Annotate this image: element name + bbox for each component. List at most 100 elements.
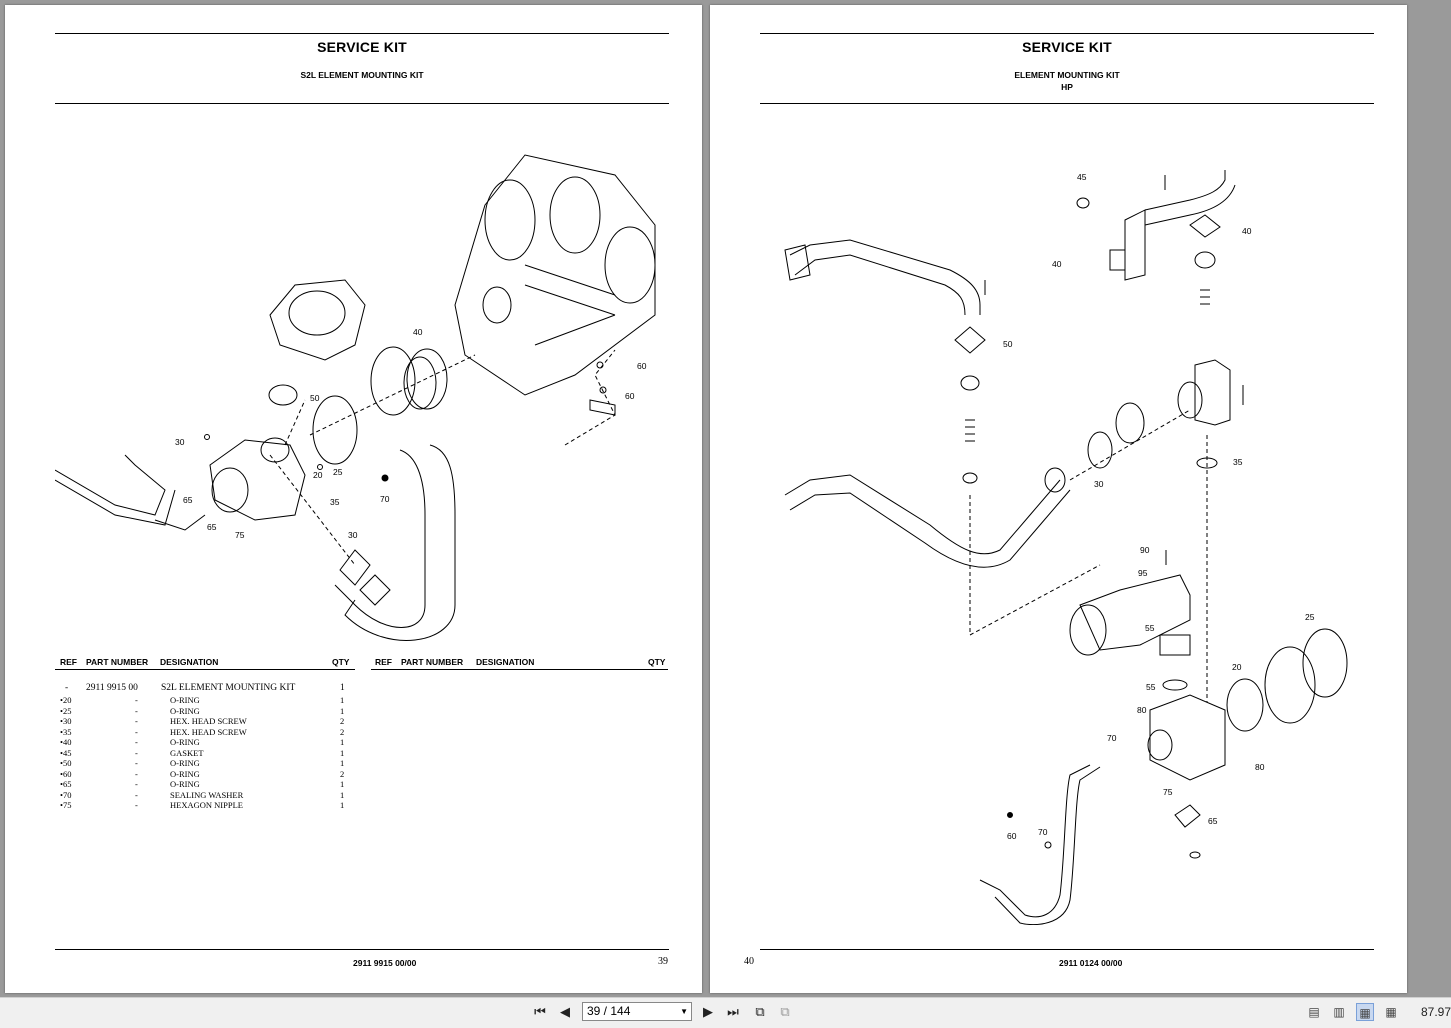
col-header-designation: DESIGNATION (160, 657, 219, 667)
page-subtitle: ELEMENT MOUNTING KIT HP (760, 69, 1374, 93)
viewer-toolbar: ⏮ ◀ 39 / 144 ▼ ▶ ⏭ ⧉ ⧉ ▤ ▥ ▦ ▦ 87.97 (0, 997, 1451, 1028)
last-page-icon[interactable]: ⏭ (727, 1004, 739, 1019)
cell-ref: •35 (60, 726, 72, 737)
footer-doc-number: 2911 0124 00/00 (1059, 958, 1123, 968)
cell-part-number: - (135, 768, 138, 779)
next-page-icon[interactable]: ▶ (703, 1004, 713, 1019)
callout-60: 60 (1007, 831, 1017, 841)
cell-part-number: - (135, 726, 138, 737)
callout-90: 90 (1140, 545, 1150, 555)
cell-qty: 1 (340, 747, 345, 758)
back-view-icon[interactable]: ⧉ (755, 1004, 765, 1019)
callout-60: 60 (637, 361, 647, 371)
page-title: SERVICE KIT (317, 39, 407, 55)
cell-part-number: - (135, 789, 138, 800)
callout-25: 25 (333, 467, 343, 477)
first-page-icon[interactable]: ⏮ (534, 1004, 546, 1019)
cell-designation: SEALING WASHER (170, 789, 244, 800)
footer-doc-number: 2911 9915 00/00 (353, 958, 417, 968)
page-number-select[interactable]: 39 / 144 ▼ (582, 1002, 692, 1021)
cell-ref: •45 (60, 747, 72, 758)
callout-70b: 70 (1038, 827, 1048, 837)
cell-designation: O-RING (170, 758, 200, 768)
single-page-view-icon[interactable]: ▤ (1308, 1005, 1320, 1019)
document-page-right: SERVICE KIT ELEMENT MOUNTING KIT HP (710, 5, 1407, 993)
callout-50: 50 (310, 393, 320, 403)
cell-ref: •40 (60, 737, 72, 747)
table-row: •40 - O-RING 1 (55, 737, 355, 748)
prev-page-icon[interactable]: ◀ (560, 1004, 570, 1019)
callout-35: 35 (1233, 457, 1243, 467)
cell-qty: 1 (340, 705, 345, 716)
cell-designation: O-RING (170, 737, 200, 747)
cell-qty: 1 (340, 695, 345, 705)
cell-designation: GASKET (170, 747, 204, 758)
cell-ref: •75 (60, 800, 72, 810)
cell-ref: •65 (60, 779, 72, 789)
cell-ref: •60 (60, 768, 72, 779)
callout-95: 95 (1138, 568, 1148, 578)
page-subtitle: S2L ELEMENT MOUNTING KIT (300, 70, 424, 80)
two-page-view-icon[interactable]: ▦ (1356, 1003, 1374, 1021)
page-indicator: 39 / 144 (587, 1004, 631, 1018)
callout-75: 75 (235, 530, 245, 540)
document-page-left: SERVICE KIT S2L ELEMENT MOUNTING KIT (5, 5, 702, 993)
col-header-ref: REF (60, 657, 77, 667)
callout-45: 45 (1077, 172, 1087, 182)
callout-70: 70 (1107, 733, 1117, 743)
cell-part-number: - (135, 716, 138, 726)
callout-40: 40 (1242, 226, 1252, 236)
cell-designation: O-RING (170, 695, 200, 705)
page-title: SERVICE KIT (1022, 39, 1112, 55)
cell-qty: 1 (340, 737, 345, 747)
callout-65: 65 (183, 495, 193, 505)
cell-part-number: - (135, 737, 138, 747)
cell-part-number: - (135, 758, 138, 768)
callout-20: 20 (313, 470, 323, 480)
header-rule-top (760, 33, 1374, 34)
header-rule-bottom (760, 103, 1374, 104)
col-header-designation-right: DESIGNATION (476, 657, 535, 667)
cell-ref: •30 (60, 716, 72, 726)
exploded-parts-diagram: 45 40 40 50 35 30 90 95 25 20 55 55 80 7… (770, 155, 1370, 925)
subtitle-line-2: HP (1061, 82, 1073, 92)
parts-table: REF PART NUMBER DESIGNATION QTY REF PART… (55, 657, 675, 817)
table-row: •35 - HEX. HEAD SCREW 2 (55, 727, 355, 738)
callout-80: 80 (1137, 705, 1147, 715)
callout-75: 75 (1163, 787, 1173, 797)
zoom-level[interactable]: 87.97 (1420, 1005, 1451, 1019)
callout-55b: 55 (1146, 682, 1156, 692)
callout-20: 20 (1232, 662, 1242, 672)
cell-qty: 2 (340, 768, 345, 779)
callout-35: 35 (330, 497, 340, 507)
cell-part-number: - (135, 695, 138, 705)
footer-rule (55, 949, 669, 950)
subtitle-line-1: ELEMENT MOUNTING KIT (1014, 70, 1120, 80)
forward-view-icon[interactable]: ⧉ (780, 1004, 790, 1019)
cell-part-number: 2911 9915 00 (86, 683, 138, 693)
col-header-part-number-right: PART NUMBER (401, 657, 464, 667)
two-page-continuous-view-icon[interactable]: ▦ (1385, 1005, 1397, 1019)
cell-part-number: - (135, 747, 138, 758)
cell-designation: O-RING (170, 768, 200, 779)
exploded-parts-diagram: 30 65 65 75 20 25 35 70 30 50 40 60 60 (55, 145, 675, 650)
footer-rule (760, 949, 1374, 950)
chevron-down-icon: ▼ (680, 1007, 688, 1016)
callout-30: 30 (1094, 479, 1104, 489)
cell-part-number: - (135, 800, 138, 810)
callout-40b: 40 (1052, 259, 1062, 269)
cell-qty: 2 (340, 716, 345, 726)
cell-part-number: - (135, 705, 138, 716)
cell-qty: 1 (340, 758, 345, 768)
cell-designation: HEXAGON NIPPLE (170, 800, 243, 810)
cell-designation: HEX. HEAD SCREW (170, 726, 247, 737)
table-row: •60 - O-RING 2 (55, 769, 355, 780)
header-rule-top (55, 33, 669, 34)
callout-30b: 30 (348, 530, 358, 540)
header-rule-bottom (55, 103, 669, 104)
continuous-view-icon[interactable]: ▥ (1333, 1005, 1345, 1019)
cell-qty: 2 (340, 726, 345, 737)
